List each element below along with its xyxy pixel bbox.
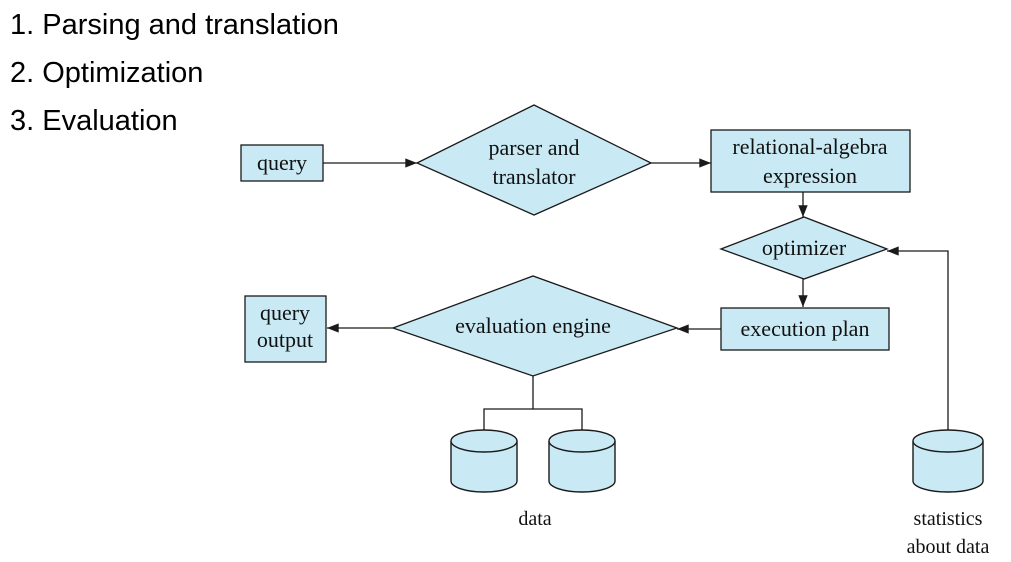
connector-engine-to-data [483,376,534,430]
data-store-1 [450,429,518,493]
optimizer-label: optimizer [762,235,847,260]
optimizer-node: optimizer [719,216,889,280]
execution-plan-node: execution plan [720,307,890,351]
connector-engine-to-data-2 [533,408,583,430]
data-label: data [518,508,551,530]
query-label: query [257,150,307,175]
step-evaluation: 3. Evaluation [10,105,178,137]
arrow-statistics-to-optimizer [887,246,949,430]
statistics-store [912,429,984,493]
query-output-label-line2: output [257,327,313,352]
relational-algebra-node: relational-algebra expression [710,129,911,193]
algebra-label-line2: expression [763,163,857,188]
step-optimization: 2. Optimization [10,57,204,89]
statistics-label-line1: statistics [914,508,983,530]
parser-label-line1: parser and [488,135,579,160]
steps-list: 1. Parsing and translation 2. Optimizati… [10,4,339,148]
algebra-label-line1: relational-algebra [732,134,887,159]
step-parsing: 1. Parsing and translation [10,9,339,41]
data-store-2 [548,429,616,493]
query-node: query [240,144,324,182]
execution-plan-label: execution plan [741,316,870,341]
query-output-node: query output [244,295,327,363]
evaluation-engine-label: evaluation engine [455,313,611,338]
query-output-label-line1: query [260,300,310,325]
evaluation-engine-node: evaluation engine [391,275,679,377]
parser-translator-node: parser and translator [415,104,653,216]
statistics-label-line2: about data [907,536,990,558]
parser-label-line2: translator [492,164,576,189]
